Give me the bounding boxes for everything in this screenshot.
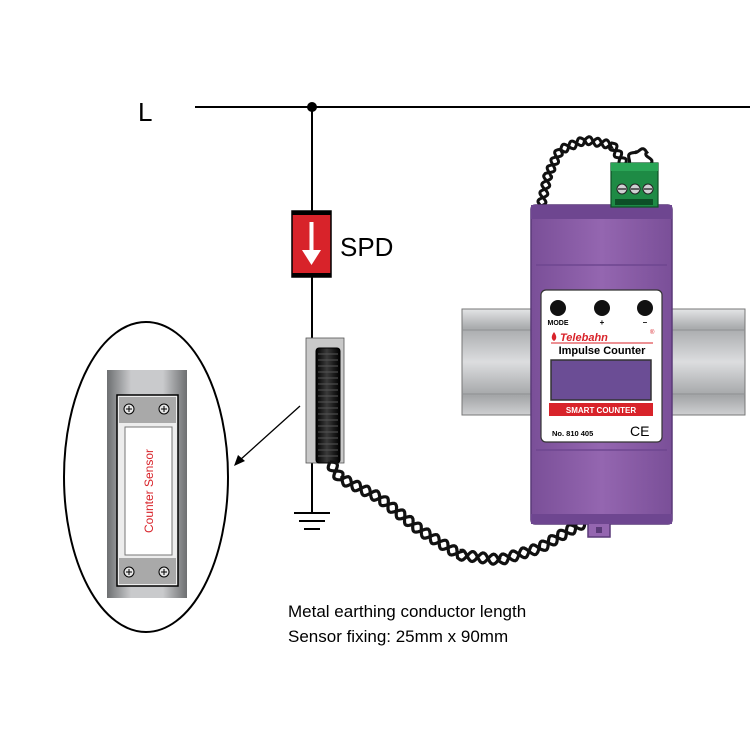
caption-line-2: Sensor fixing: 25mm x 90mm: [288, 627, 508, 646]
spd-device: SPD: [291, 210, 393, 278]
down-arrow-icon: [302, 222, 321, 265]
svg-text:+: +: [600, 318, 605, 327]
flame-icon: [551, 332, 557, 341]
zoom-pointer: [234, 405, 301, 466]
mode-button[interactable]: MODE: [548, 300, 569, 327]
banner-text: SMART COUNTER: [566, 406, 636, 415]
ce-mark-icon: CE: [630, 423, 649, 439]
counter-sensor: [305, 337, 345, 464]
svg-text:–: –: [643, 318, 648, 327]
caption: Metal earthing conductor length Sensor f…: [288, 602, 526, 646]
live-line: L: [138, 97, 750, 127]
product-title: Impulse Counter: [559, 345, 647, 357]
line-label: L: [138, 97, 152, 127]
sensor-cable: [326, 460, 587, 566]
sensor-detail-zoom: Counter Sensor: [63, 321, 229, 633]
lcd-display: [550, 359, 652, 401]
smart-counter-banner: [549, 403, 653, 416]
caption-line-1: Metal earthing conductor length: [288, 602, 526, 621]
minus-button[interactable]: –: [637, 300, 653, 327]
terminal-block: [610, 162, 659, 208]
brand-name: Telebahn: [560, 332, 608, 344]
brand-logo: Telebahn ®: [551, 329, 655, 344]
model-number: No. 810 405: [552, 429, 593, 438]
impulse-counter-device: MODE + – Telebahn ® Impulse Counter SMAR…: [530, 162, 673, 538]
svg-text:MODE: MODE: [548, 320, 569, 327]
ground-symbol-icon: [294, 498, 330, 530]
spd-label: SPD: [340, 232, 393, 262]
plus-button[interactable]: +: [594, 300, 610, 327]
registered-mark: ®: [650, 329, 655, 336]
sensor-label: Counter Sensor: [142, 449, 156, 533]
terminal-cable: [536, 135, 654, 208]
